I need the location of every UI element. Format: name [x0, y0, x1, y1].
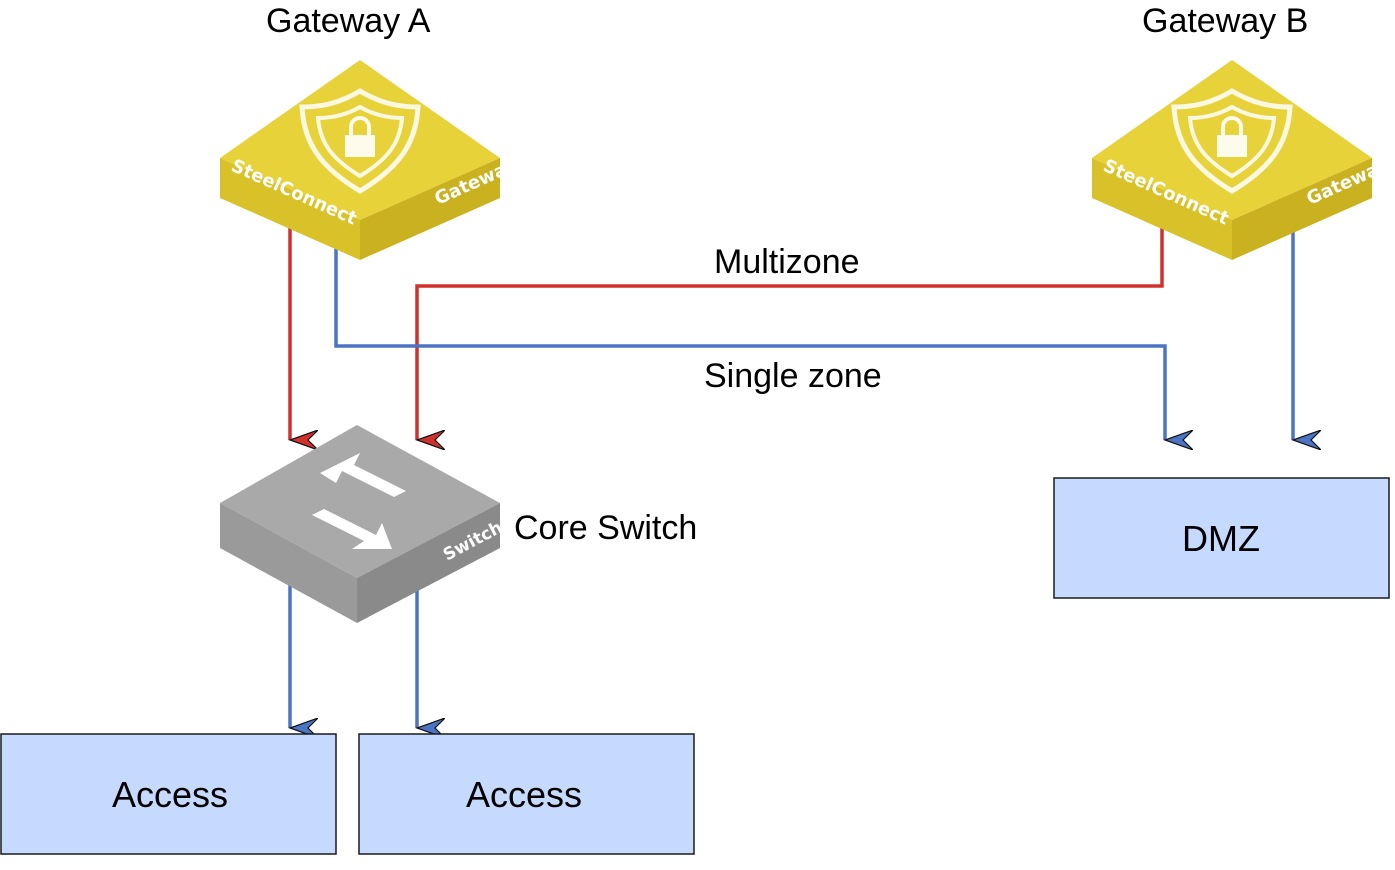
gateway-b-title: Gateway B	[1142, 2, 1308, 40]
gateway-b-to-switch-multizone-link	[417, 215, 1164, 440]
multizone-links	[290, 215, 1164, 440]
gateway-a-to-dmz-single-zone-link	[334, 240, 1165, 440]
dmz-label: DMZ	[1182, 518, 1260, 559]
switch-arrows-icon	[312, 453, 406, 549]
access-zone-1: Access	[0, 733, 337, 855]
access-zone-2: Access	[358, 733, 695, 855]
single-zone-links	[290, 225, 1293, 728]
access-2-label: Access	[466, 774, 582, 815]
shield-lock-icon	[299, 88, 421, 194]
core-switch-title: Core Switch	[514, 509, 697, 547]
shield-lock-icon	[1171, 88, 1293, 194]
access-1-label: Access	[112, 774, 228, 815]
single-zone-label: Single zone	[704, 357, 882, 395]
core-switch-device: Switch	[220, 425, 506, 623]
gateway-a-title: Gateway A	[266, 2, 431, 40]
gateway-b-device: SteelConnect Gateway	[1092, 60, 1392, 260]
gateway-a-device: SteelConnect Gateway	[220, 60, 520, 260]
dmz-zone: DMZ	[1053, 477, 1390, 599]
multizone-label: Multizone	[714, 243, 860, 281]
